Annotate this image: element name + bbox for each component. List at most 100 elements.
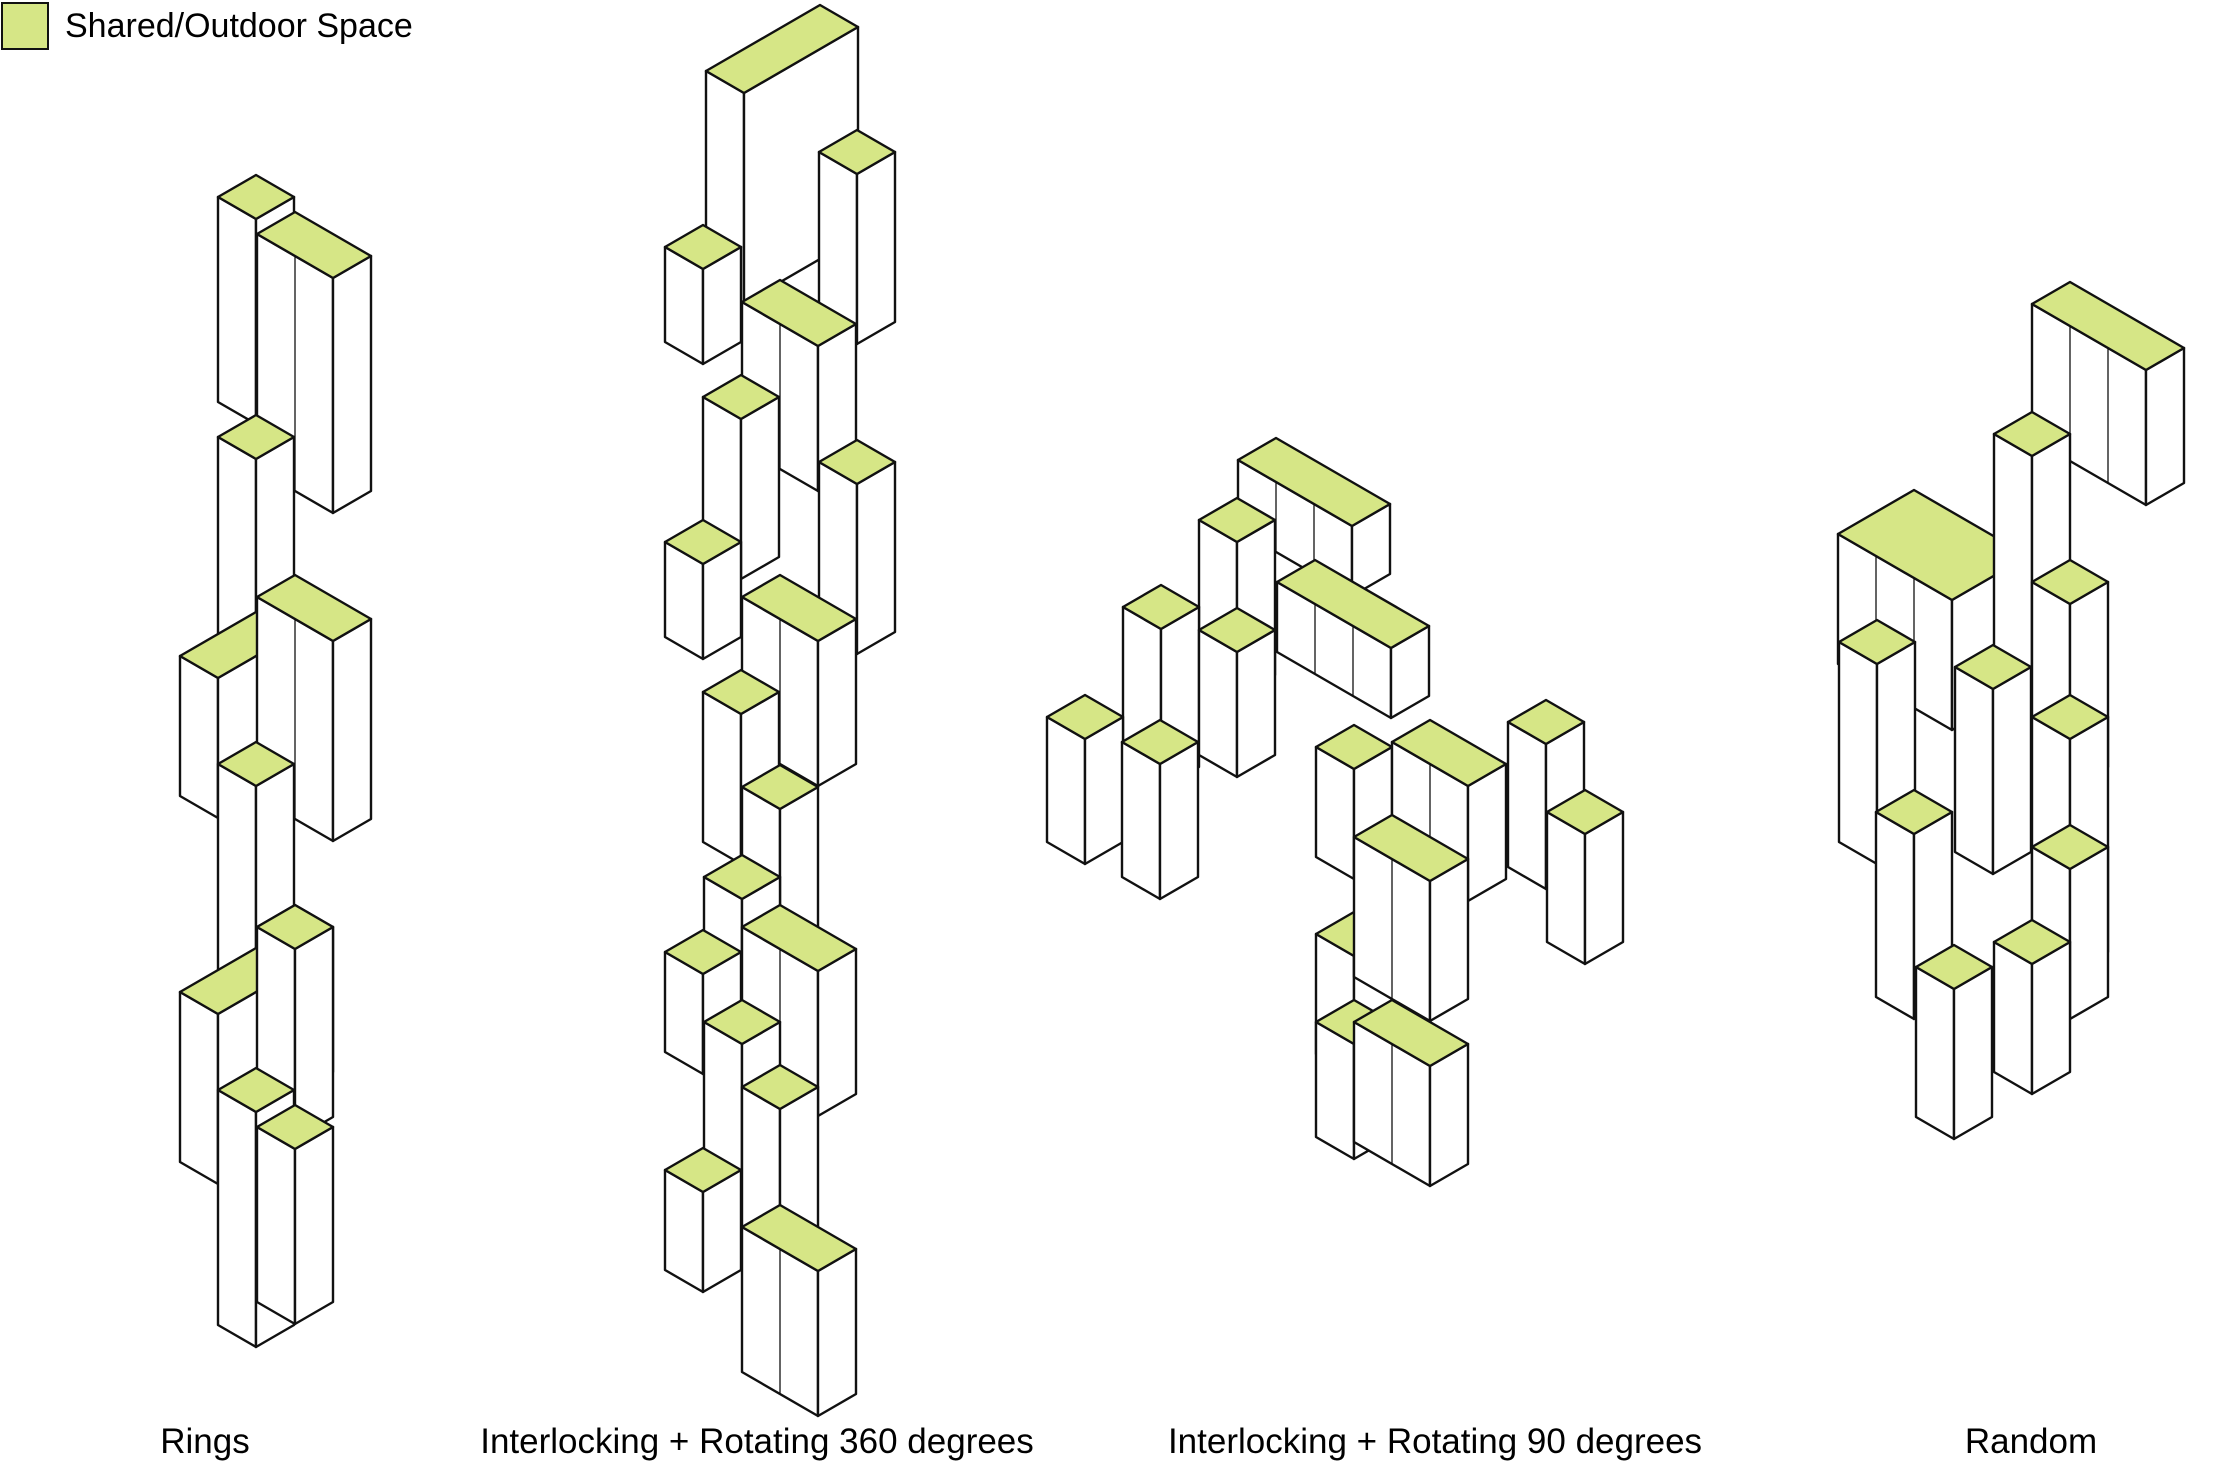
outdoor-space-terrace — [216, 740, 296, 788]
interlocking-360-stack — [663, 3, 897, 1418]
block-side — [293, 1125, 335, 1326]
outdoor-space-terrace — [1874, 788, 1954, 836]
block-side — [2144, 346, 2186, 507]
block-side — [1837, 640, 1879, 866]
block-side — [178, 990, 220, 1186]
outdoor-space-terrace — [255, 573, 373, 643]
outdoor-space-terrace — [2030, 558, 2110, 606]
block-side — [816, 1247, 858, 1418]
block-side — [1545, 810, 1587, 966]
outdoor-space-terrace — [2030, 693, 2110, 741]
block-side — [255, 1125, 297, 1326]
block-side — [855, 150, 897, 346]
block-side — [1953, 665, 1995, 876]
block-side — [739, 395, 781, 581]
outdoor-space-terrace — [702, 853, 782, 901]
block-side — [816, 947, 858, 1118]
outdoor-space-terrace — [1121, 583, 1201, 631]
outdoor-space-terrace — [1314, 723, 1394, 771]
caption-rings: Rings — [160, 1422, 250, 1461]
outdoor-space-terrace — [740, 1203, 858, 1273]
outdoor-space-terrace — [1953, 643, 2033, 691]
block-side — [178, 654, 220, 820]
outdoor-space-terrace — [740, 278, 858, 348]
block-side — [855, 460, 897, 656]
outdoor-space-terrace — [1545, 788, 1625, 836]
legend-label: Shared/Outdoor Space — [65, 6, 413, 45]
outdoor-space-terrace — [702, 998, 782, 1046]
caption-interlocking-360: Interlocking + Rotating 360 degrees — [480, 1422, 1034, 1461]
legend: Shared/Outdoor Space — [0, 0, 413, 52]
interlocking-90-stack — [1045, 436, 1625, 1188]
outdoor-space-terrace — [663, 223, 743, 271]
outdoor-space-terrace — [1197, 496, 1277, 544]
random-stack — [1836, 280, 2186, 1141]
outdoor-space-terrace — [663, 1146, 743, 1194]
outdoor-space-terrace — [1120, 718, 1200, 766]
outdoor-space-terrace — [216, 1066, 296, 1114]
block-side — [701, 690, 743, 866]
block-side — [216, 195, 258, 426]
outdoor-space-terrace — [1914, 943, 1994, 991]
outdoor-space-terrace — [1275, 558, 1431, 650]
block-side — [1914, 965, 1956, 1141]
outdoor-space-terrace — [216, 173, 296, 221]
outdoor-space-terrace — [1992, 410, 2072, 458]
outdoor-space-terrace — [1352, 998, 1470, 1068]
legend-swatch — [1, 2, 49, 50]
block-side — [1314, 1020, 1356, 1161]
outdoor-space-terrace — [740, 763, 820, 811]
block-side — [1158, 740, 1200, 901]
block-side — [331, 254, 373, 515]
outdoor-space-terrace — [255, 1103, 335, 1151]
outdoor-space-terrace — [701, 373, 781, 421]
outdoor-space-terrace — [2030, 280, 2186, 372]
block-side — [1506, 720, 1548, 891]
outdoor-space-terrace — [1045, 693, 1125, 741]
caption-interlocking-90: Interlocking + Rotating 90 degrees — [1167, 1422, 1703, 1461]
block-side — [1952, 965, 1994, 1141]
outdoor-space-terrace — [740, 573, 858, 643]
outdoor-space-terrace — [817, 438, 897, 486]
caption-random: Random — [1964, 1422, 2098, 1461]
block-side — [1991, 665, 2033, 876]
outdoor-space-terrace — [1390, 718, 1508, 788]
block-side — [1083, 715, 1125, 866]
block-side — [331, 617, 373, 843]
block-side — [216, 1088, 258, 1349]
outdoor-space-terrace — [1236, 436, 1392, 528]
outdoor-space-terrace — [704, 3, 860, 95]
block-side — [1428, 857, 1470, 1023]
outdoor-space-terrace — [2030, 823, 2110, 871]
block-side — [1874, 810, 1916, 1021]
outdoor-space-terrace — [1197, 606, 1277, 654]
outdoor-space-terrace — [663, 518, 743, 566]
block-side — [1197, 628, 1239, 779]
block-side — [1466, 762, 1508, 903]
outdoor-space-terrace — [740, 1063, 820, 1111]
outdoor-space-terrace — [663, 928, 743, 976]
block-side — [2030, 940, 2072, 1096]
outdoor-space-terrace — [1506, 698, 1586, 746]
outdoor-space-terrace — [740, 903, 858, 973]
outdoor-space-terrace — [817, 128, 897, 176]
outdoor-space-terrace — [701, 668, 781, 716]
outdoor-space-terrace — [255, 903, 335, 951]
block-side — [2068, 845, 2110, 1021]
outdoor-space-terrace — [255, 210, 373, 280]
block-side — [1045, 715, 1087, 866]
outdoor-space-terrace — [1836, 488, 2030, 602]
block-side — [816, 617, 858, 788]
outdoor-space-terrace — [1837, 618, 1917, 666]
block-side — [1428, 1042, 1470, 1188]
block-side — [1120, 740, 1162, 901]
block-side — [1583, 810, 1625, 966]
outdoor-space-terrace — [1352, 813, 1470, 883]
outdoor-space-terrace — [1992, 918, 2072, 966]
outdoor-space-terrace — [216, 413, 296, 461]
block-side — [1992, 940, 2034, 1096]
block-side — [1992, 432, 2034, 683]
block-side — [1235, 628, 1277, 779]
rings-stack — [178, 173, 373, 1349]
